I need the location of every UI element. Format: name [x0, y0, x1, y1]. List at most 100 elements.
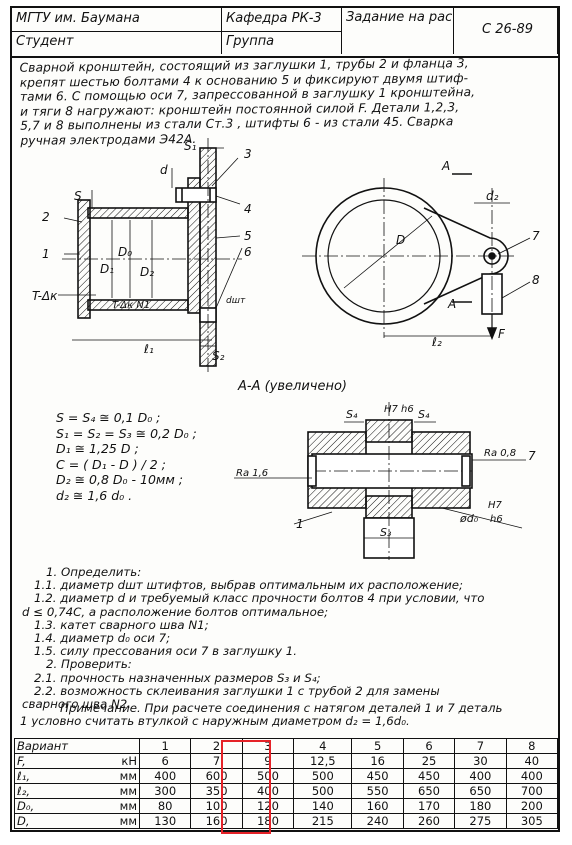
table-cell: 6: [138, 753, 192, 769]
table-row: F, кН 6 7 9 12,5 16 25 30 40: [14, 753, 559, 769]
table-cell: 80: [138, 798, 192, 814]
callout-3: 3: [244, 147, 252, 161]
table-cell: 300: [138, 783, 192, 799]
formula-line: C = ( D₁ - D ) / 2 ;: [56, 456, 166, 472]
roughness-ra16: Ra 1,6: [236, 468, 268, 479]
table-cell: 400: [454, 768, 507, 784]
variant-col: 4: [293, 738, 353, 754]
front-section-view: [58, 138, 243, 373]
dim-s4-right: S₄: [418, 408, 430, 421]
fit-top: H7 h6: [384, 404, 414, 415]
section-aa-labels: S₄ S₄ S₃ H7 h6 Ra 0,8 7 Ra 1,6 1 ød₀ H7 …: [236, 404, 536, 539]
variant-col: 8: [505, 738, 559, 754]
task-line: d ≤ 0,74C, а расположение болтов оптимал…: [22, 605, 329, 619]
note: Примечание. При расчете соединения с нат…: [20, 702, 554, 727]
task-line: 2. Проверить:: [46, 658, 132, 672]
callout-6: 6: [244, 245, 252, 259]
variant-col: 2: [190, 738, 243, 754]
assignment-sheet: МГТУ им. Баумана Студент Кафедра РК-3 Гр…: [10, 6, 560, 834]
table-cell: 500: [293, 783, 353, 799]
variants-table: Вариант 1 2 3 4 5 6 7 8 F, кН 6 7 9 12,5…: [14, 738, 559, 829]
task-line: 2.1. прочность назначенных размеров S₃ и…: [34, 671, 321, 685]
dim-s4-left: S₄: [346, 408, 358, 421]
dim-d2: D₂: [140, 265, 154, 279]
param-unit: мм: [105, 768, 140, 784]
side-view-labels: A A D d₂ ℓ₂ F 7 8: [396, 159, 540, 349]
note-line: Примечание. При расчете соединения с нат…: [60, 702, 503, 715]
variant-header: Вариант: [14, 738, 105, 754]
callout-7: 7: [532, 229, 540, 243]
variant-col: 1: [138, 738, 192, 754]
table-cell: 160: [351, 798, 404, 814]
side-view: [302, 173, 531, 341]
param-name: ℓ₁,: [14, 768, 105, 784]
dim-s3: S₃: [380, 526, 392, 539]
formula-line: S₁ = S₂ = S₃ ≅ 0,2 D₀ ;: [56, 425, 197, 441]
table-cell: 700: [505, 783, 559, 799]
formula-line: D₁ ≅ 1,25 D ;: [56, 441, 139, 456]
section-a-top: A: [441, 159, 450, 173]
section-title: А-А (увеличено): [237, 379, 347, 394]
table-cell: 40: [505, 753, 559, 769]
table-cell: 180: [241, 813, 295, 829]
dim-s: S: [74, 189, 82, 203]
fit-side-hole: H7: [488, 500, 503, 511]
table-cell: 450: [351, 768, 404, 784]
table-cell: 120: [241, 798, 295, 814]
dim-side-d2: d₂: [486, 189, 499, 203]
fit-side-shaft: h6: [490, 514, 503, 525]
table-cell: 7: [190, 753, 243, 769]
table-header-row: Вариант 1 2 3 4 5 6 7 8: [14, 738, 559, 754]
dim-d1: D₁: [100, 262, 114, 276]
table-cell: 500: [293, 768, 353, 784]
table-row: ℓ₂, мм 300 350 400 500 550 650 650 700: [14, 783, 559, 799]
table-cell: 9: [241, 753, 295, 769]
table-cell: 275: [454, 813, 507, 829]
table-cell: 180: [454, 798, 507, 814]
dim-dsht: dшт: [226, 296, 246, 306]
dim-l1: ℓ₁: [143, 342, 154, 356]
formula-line: d₂ ≅ 1,6 d₀ .: [56, 487, 133, 503]
table-cell: 305: [505, 813, 559, 829]
dim-d: d: [160, 163, 168, 177]
callout-2: 2: [42, 210, 50, 224]
table-cell: 200: [505, 798, 559, 814]
table-cell: 170: [402, 798, 456, 814]
department-name: Кафедра РК-3: [222, 8, 342, 32]
table-cell: 100: [190, 798, 243, 814]
formula-line: S = S₄ ≅ 0,1 D₀ ;: [56, 410, 161, 425]
table-cell: 500: [241, 768, 295, 784]
param-name: D,: [14, 813, 105, 829]
university-name: МГТУ им. Баумана: [12, 8, 222, 32]
bracket-drawing: 2 1 3 4 5 6 S S₁ S₂ d D₁ D₀ D₂ dшт ℓ₁ T-…: [32, 138, 540, 560]
task-title: Задание на расчет соединений: [342, 8, 454, 54]
table-cell: 550: [351, 783, 404, 799]
design-formulas: S = S₄ ≅ 0,1 D₀ ; S₁ = S₂ = S₃ ≅ 0,2 D₀ …: [56, 410, 256, 503]
callout-4: 4: [244, 202, 252, 216]
table-cell: 240: [351, 813, 404, 829]
table-cell: 130: [138, 813, 192, 829]
table-cell: 160: [190, 813, 243, 829]
table-cell: 12,5: [293, 753, 353, 769]
dim-D: D: [396, 233, 405, 247]
table-row: D, мм 130 160 180 215 240 260 275 305: [14, 813, 559, 829]
fit-side-diameter: ød₀: [459, 512, 479, 525]
table-cell: 450: [402, 768, 456, 784]
param-unit: мм: [105, 783, 140, 799]
unit-header: [105, 738, 140, 754]
table-cell: 400: [138, 768, 192, 784]
callout-1: 1: [42, 247, 50, 261]
task-line: 1.1. диаметр dшт штифтов, выбрав оптимал…: [34, 579, 463, 593]
task-line: сварного шва N2.: [22, 698, 132, 712]
table-cell: 400: [241, 783, 295, 799]
front-view-labels: 2 1 3 4 5 6 S S₁ S₂ d D₁ D₀ D₂ dшт ℓ₁ T-…: [32, 139, 252, 363]
callout-5: 5: [244, 229, 252, 243]
dim-s1: S₁: [184, 139, 197, 153]
dim-d0: D₀: [118, 245, 132, 259]
param-name: F,: [14, 753, 105, 769]
param-unit: мм: [105, 798, 140, 814]
roughness-ra08: Ra 0,8: [484, 448, 516, 459]
table-cell: 140: [293, 798, 353, 814]
task-code: С 26-89: [454, 8, 558, 54]
task-line: 2.2. возможность склеивания заглушки 1 с…: [34, 684, 440, 698]
